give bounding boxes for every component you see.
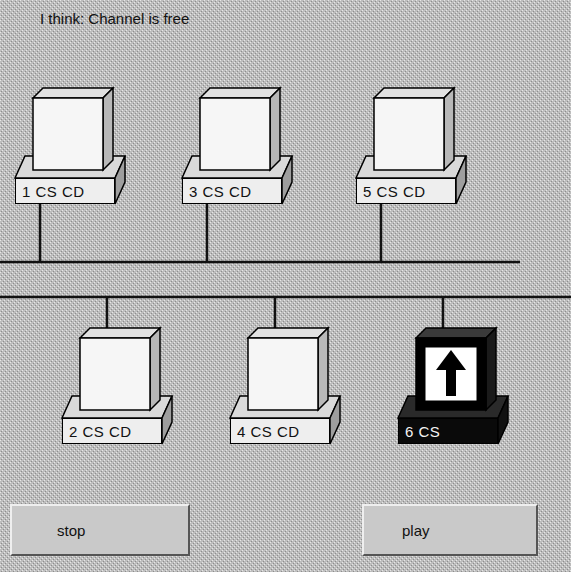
computer-2 — [62, 328, 172, 444]
button-text: play — [402, 522, 430, 539]
station-label: 4 CS CD — [237, 423, 300, 440]
computer-4 — [230, 328, 340, 444]
control-button: play — [362, 504, 538, 556]
computer-label-panel: 6 CS — [398, 418, 498, 444]
computer-6-sending — [398, 328, 508, 444]
computer-3 — [182, 88, 292, 204]
status-message: I think: Channel is free — [40, 10, 189, 27]
station-label: 2 CS CD — [69, 423, 132, 440]
computer-label-panel: 5 CS CD — [356, 178, 456, 204]
button-text: stop — [57, 522, 85, 539]
station-label: 6 CS — [405, 423, 440, 440]
station-label: 3 CS CD — [189, 183, 252, 200]
control-button: stop — [10, 504, 190, 556]
bus-wire — [0, 204, 571, 328]
computer-label-panel: 4 CS CD — [230, 418, 330, 444]
computer-label-panel: 3 CS CD — [182, 178, 282, 204]
computer-1 — [15, 88, 125, 204]
computer-5 — [356, 88, 466, 204]
station-label: 5 CS CD — [363, 183, 426, 200]
station-label: 1 CS CD — [22, 183, 85, 200]
computer-label-panel: 1 CS CD — [15, 178, 115, 204]
computer-label-panel: 2 CS CD — [62, 418, 162, 444]
